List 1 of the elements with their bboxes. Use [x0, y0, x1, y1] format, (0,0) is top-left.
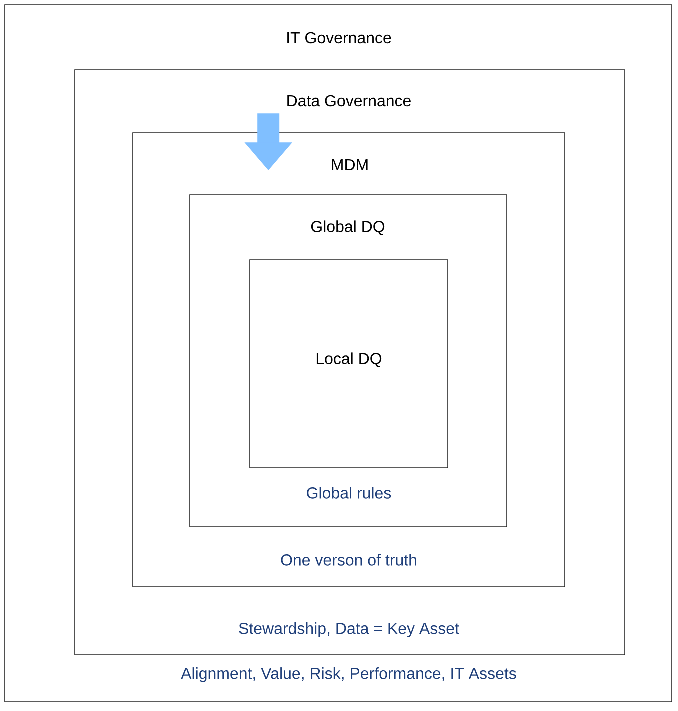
nested-box: Local DQ	[250, 260, 448, 468]
